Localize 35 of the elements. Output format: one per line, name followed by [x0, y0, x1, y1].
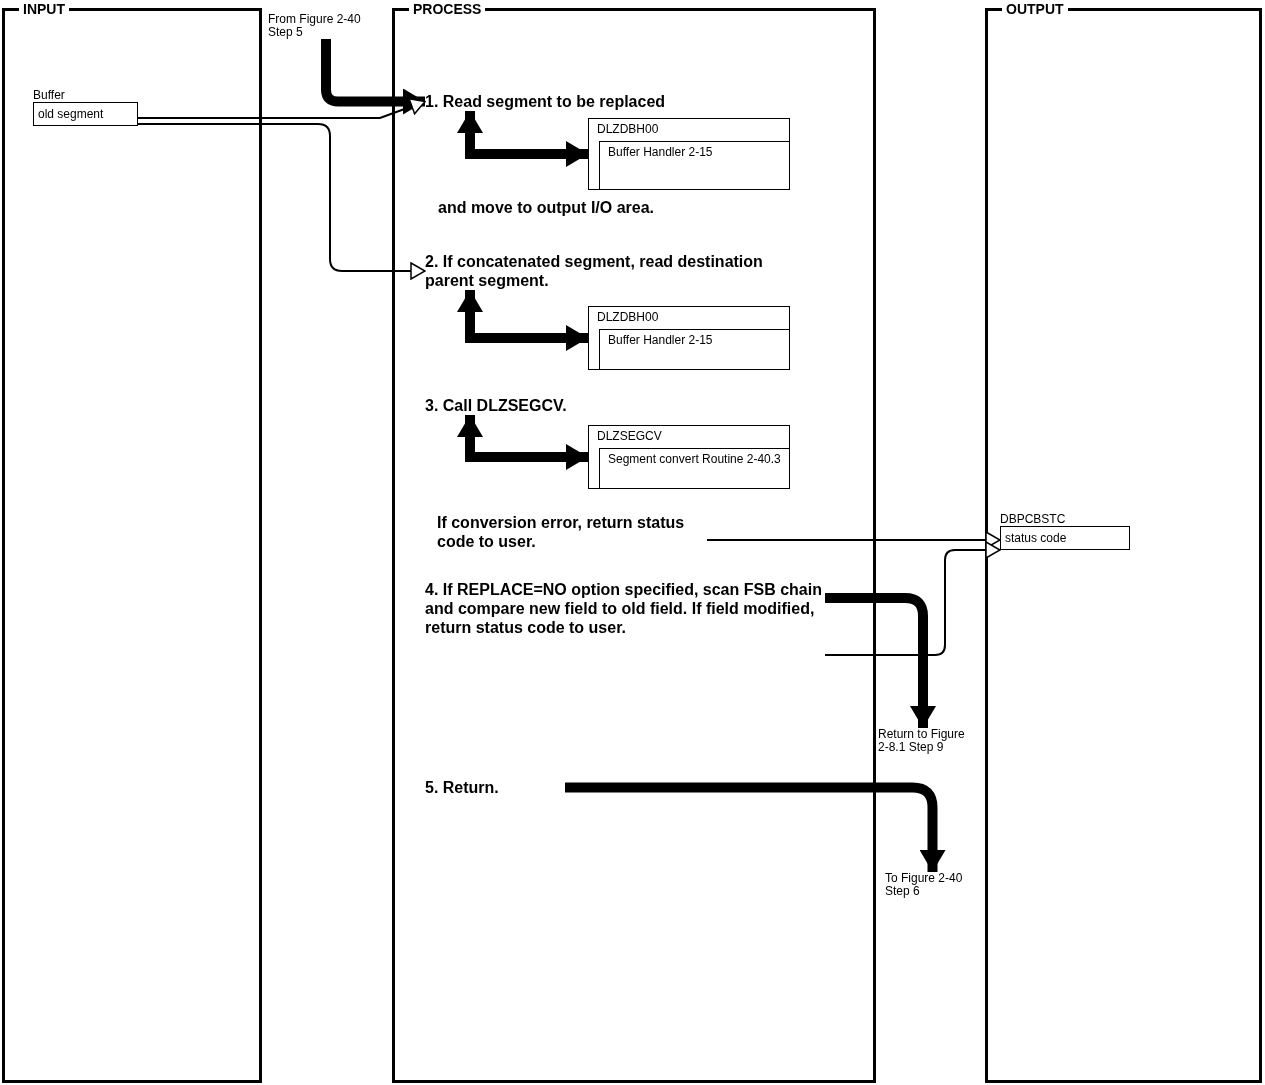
- connector-note: Return to Figure 2-8.1 Step 9: [878, 728, 968, 754]
- step-text: 3. Call DLZSEGCV.: [425, 396, 645, 415]
- module-box: [588, 118, 790, 190]
- arrow: [565, 782, 946, 872]
- arrow: [457, 111, 588, 167]
- data-field: status code: [1000, 526, 1130, 550]
- arrow: [457, 415, 588, 470]
- module-description: Buffer Handler 2-15: [599, 141, 790, 190]
- panel-title: OUTPUT: [1002, 1, 1068, 17]
- connector-note: To Figure 2-40 Step 6: [885, 872, 980, 898]
- connector-note: From Figure 2-40 Step 5: [268, 13, 388, 39]
- data-field: old segment: [33, 102, 138, 126]
- module-description: Segment convert Routine 2-40.3: [599, 448, 790, 489]
- step-text: and move to output I/O area.: [438, 198, 738, 217]
- panel-title: PROCESS: [409, 1, 486, 17]
- module-box: [588, 425, 790, 489]
- module-box: [588, 306, 790, 370]
- module-description: Buffer Handler 2-15: [599, 329, 790, 370]
- module-name: DLZDBH00: [596, 121, 660, 138]
- panel-title: INPUT: [19, 1, 69, 17]
- arrow: [825, 593, 936, 728]
- module-name: DLZSEGCV: [596, 428, 663, 445]
- step-text: 5. Return.: [425, 778, 565, 797]
- field-name: DBPCBSTC: [1000, 512, 1067, 526]
- field-name: Buffer: [33, 88, 66, 102]
- module-name: DLZDBH00: [596, 309, 660, 326]
- arrow: [824, 541, 1001, 656]
- arrow: [321, 39, 425, 115]
- step-text: 4. If REPLACE=NO option specified, scan FSB chain and compare new field to old field. If field modified, return status code to user.: [425, 580, 825, 637]
- step-text: 2. If concatenated segment, read destination parent segment.: [425, 252, 765, 290]
- arrow: [457, 290, 588, 351]
- arrow: [137, 123, 426, 280]
- step-text: 1. Read segment to be replaced: [425, 92, 745, 111]
- step-text: If conversion error, return status code to user.: [437, 513, 707, 551]
- arrow: [137, 98, 426, 119]
